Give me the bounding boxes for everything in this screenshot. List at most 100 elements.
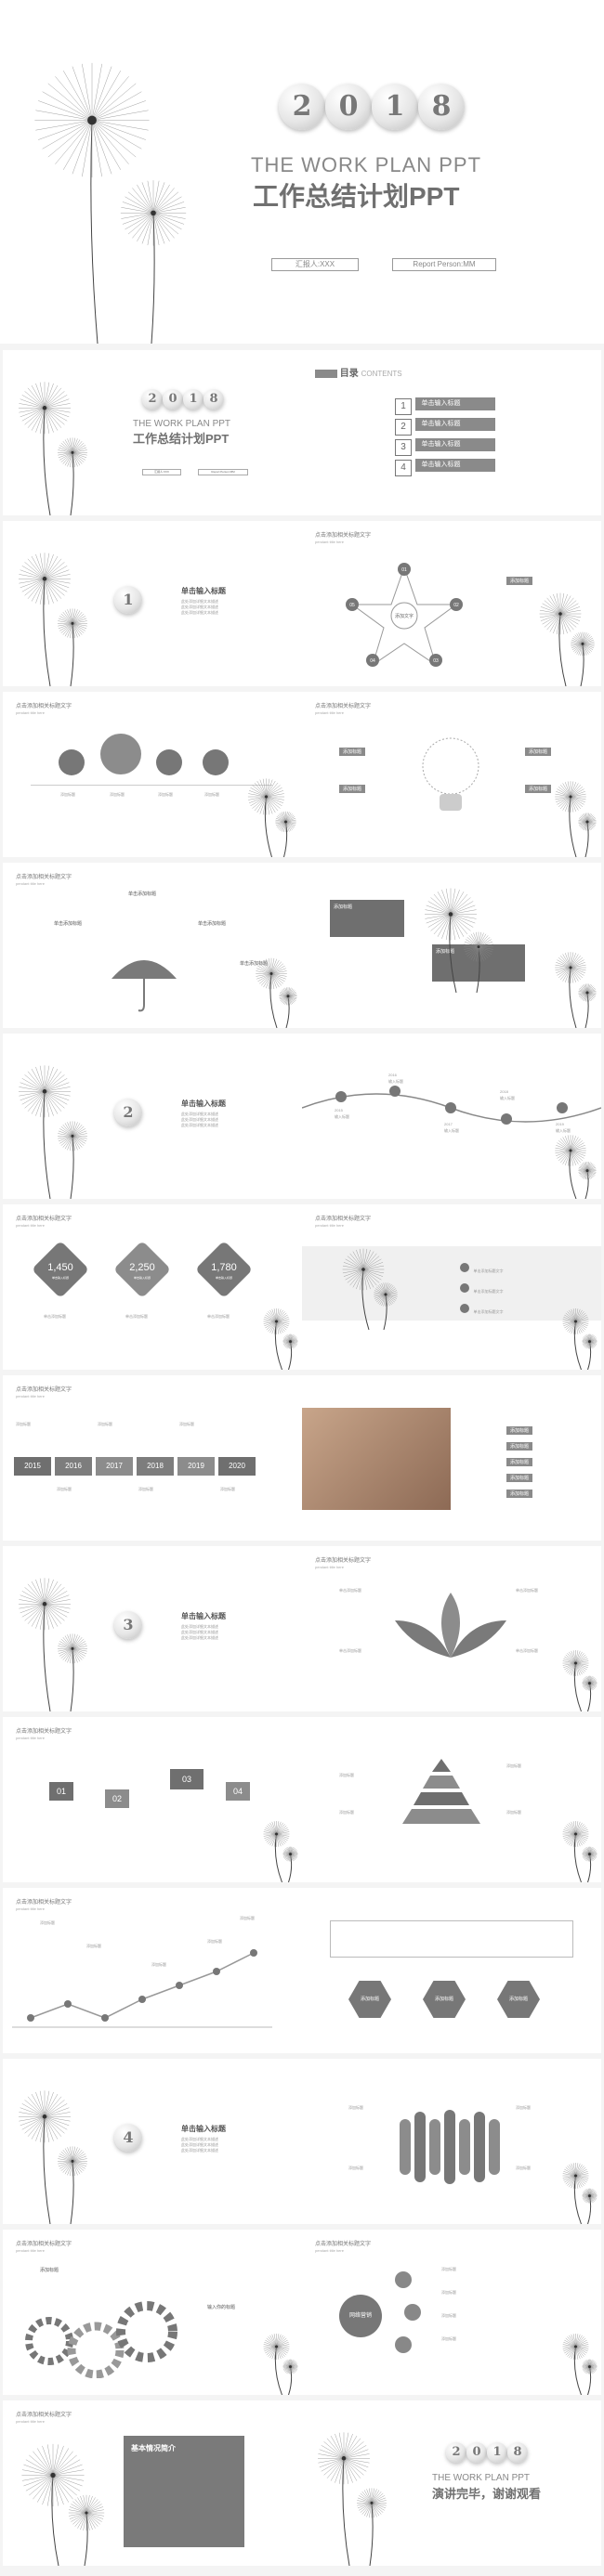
wave-year: 2015 [335,1108,343,1112]
star-node: 02 [453,603,459,608]
slide-subtitle: pendant title here [315,540,344,544]
section-line: 此处添加详细文本描述 [181,599,218,604]
star-center-label: 添加文字 [395,613,414,619]
dandelion-illustration [263,2334,298,2395]
gear-label: 输入你的标题 [207,2305,236,2310]
slide-title: 点击添加相关标题文字 [16,1216,72,1222]
capsule-label: 添加标题 [516,2105,531,2110]
social-label: 添加标题 [441,2313,456,2318]
slide-subtitle: pendant title here [315,710,344,715]
icon-list-label: 单击添加标题文字 [473,1309,504,1314]
section-line: 此处添加详细文本描述 [181,1117,218,1122]
star-node: 01 [401,567,407,573]
star-side-title: 添加标题 [506,577,533,585]
arrow-label: 添加标题 [98,1422,112,1426]
arrow-label: 添加标题 [220,1487,235,1491]
slide-capsules[interactable]: 添加标题 添加标题 添加标题 添加标题 [302,2059,601,2224]
slide-title: 点击添加相关标题文字 [315,2242,372,2247]
icon-list-label: 单击添加标题文字 [473,1289,504,1294]
step: 03 [170,1769,204,1789]
bulb-network-icon [422,737,479,811]
slide-cover-small[interactable]: 2 0 1 8 THE WORK PLAN PPT 工作总结计划PPT 汇报人:… [3,350,302,515]
year-digit: 1 [372,84,418,130]
slide-section-1[interactable]: 1 单击输入标题 此处添加详细文本描述 此处添加详细文本描述 此处添加详细文本描… [3,521,302,686]
arrow-label: 添加标题 [57,1487,72,1491]
slide-subtitle: pendant title here [16,710,45,715]
weibo-icon [395,2271,412,2288]
slide-section-3[interactable]: 3 单击输入标题 此处添加详细文本描述 此处添加详细文本描述 此处添加详细文本描… [3,1546,302,1711]
slide-title: 点击添加相关标题文字 [315,1216,372,1222]
report-person-button[interactable]: Report Person:MM [392,258,496,271]
section-line: 此处添加详细文本描述 [181,1123,218,1127]
hand-label: 添加标题 [506,1458,533,1466]
reporter-button[interactable]: 汇报人:XXX [271,258,359,271]
box-title: 添加标题 [436,949,455,955]
contents-num: 2 [395,419,412,436]
leaves-icon [395,1593,506,1658]
wave-label: 输入标题 [500,1096,515,1100]
line-label: 添加标题 [86,1944,101,1948]
section-number: 3 [114,1611,142,1639]
arrow-year: 2018 [137,1457,174,1476]
contents-num: 3 [395,439,412,456]
slide-hand[interactable]: 添加标题 添加标题 添加标题 添加标题 添加标题 [302,1375,601,1541]
diamond-label: 单击添加标题 [207,1314,230,1319]
social-label: 添加标题 [441,2267,456,2271]
slide-wave[interactable]: 2015 2016 2017 2018 2019 输入标题 输入标题 输入标题 … [302,1034,601,1199]
section-line: 此处添加详细文本描述 [181,2137,218,2141]
slide-title: 点击添加相关标题文字 [16,2242,72,2247]
contents-item[interactable]: 4 单击输入标题 [395,458,496,478]
reporter-button[interactable]: 汇报人:XXX [142,469,181,475]
pyramid-label: 添加标题 [339,1773,354,1777]
dandelion-illustration [562,2334,597,2395]
umbrella-label: 单击添加标题 [128,891,157,897]
slide-contents[interactable]: 目录 CONTENTS 1 单击输入标题 2 单击输入标题 3 单击输入标题 4… [302,350,601,515]
title-en: THE WORK PLAN PPT [251,153,482,176]
hand-label: 添加标题 [506,1442,533,1451]
circle-item-big [100,734,141,774]
pyramid-chart [402,1759,480,1824]
hex: 添加标题 [497,1981,540,2018]
icon-list-item: 单击添加标题文字 [460,1301,503,1321]
leaf-label: 单击添加标题 [339,1648,361,1653]
wave-timeline [302,1086,601,1125]
slide-pyramid[interactable]: 添加标题 添加标题 添加标题 添加标题 [302,1717,601,1882]
report-person-button[interactable]: Report Person:MM [198,469,248,475]
line-label: 添加标题 [207,1939,222,1944]
contents-item[interactable]: 2 单击输入标题 [395,417,496,437]
wave-label: 输入标题 [335,1114,349,1119]
slide-section-2[interactable]: 2 单击输入标题 此处添加详细文本描述 此处添加详细文本描述 此处添加详细文本描… [3,1034,302,1199]
slide-title: 点击添加相关标题文字 [16,1387,72,1393]
contents-title: 目录 CONTENTS [315,365,402,379]
contents-item[interactable]: 3 单击输入标题 [395,437,496,458]
slide-boxes[interactable]: 添加标题 添加标题 [302,863,601,1028]
contents-item[interactable]: 1 单击输入标题 [395,397,496,417]
slide-section-4[interactable]: 4 单击输入标题 此处添加详细文本描述 此处添加详细文本描述 此处添加详细文本描… [3,2059,302,2224]
diamond-caption: 单击输入标题 [215,1276,232,1280]
dandelion-illustration [263,1308,298,1370]
year-digit: 0 [163,389,183,410]
slide-subtitle: pendant title here [16,1906,45,1911]
step: 02 [105,1789,129,1808]
wave-year: 2017 [444,1122,453,1126]
pyramid-label: 添加标题 [506,1763,521,1768]
slide-hexes[interactable]: 添加标题 添加标题 添加标题 [302,1888,601,2053]
slide-ending[interactable]: 2 0 1 8 THE WORK PLAN PPT 演讲完毕，谢谢观看 [302,2400,601,2566]
slide-subtitle: pendant title here [16,2248,45,2253]
pyramid-label: 添加标题 [506,1810,521,1815]
